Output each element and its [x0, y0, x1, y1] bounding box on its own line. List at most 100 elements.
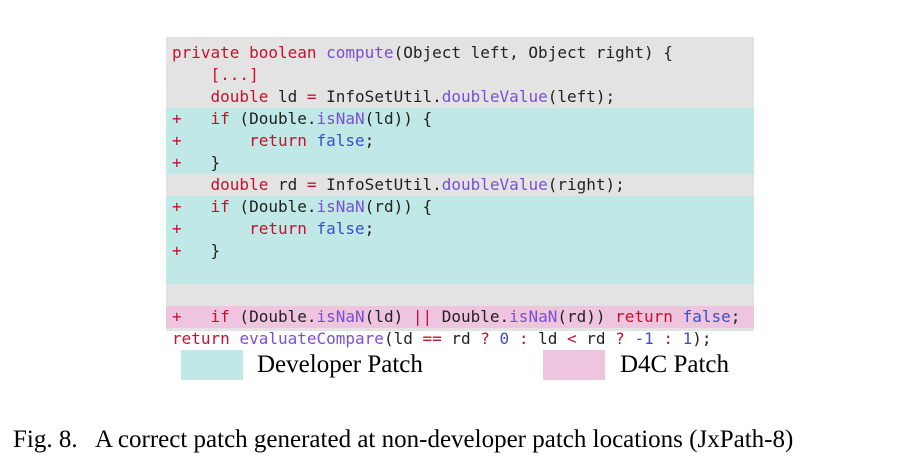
diff-added-marker: +	[172, 307, 182, 326]
code-token: InfoSetUtil.	[316, 87, 442, 106]
code-line: + if (Double.isNaN(rd)) {	[166, 196, 754, 218]
code-token: ?	[615, 329, 625, 348]
code-token: (rd)) {	[364, 197, 433, 216]
code-line: double ld = InfoSetUtil.doubleValue(left…	[166, 86, 754, 108]
code-text: if (Double.isNaN(ld)) {	[172, 108, 433, 130]
code-token: ==	[422, 329, 442, 348]
code-token: false	[682, 307, 731, 326]
code-token: false	[316, 131, 365, 150]
code-text: [...]	[172, 64, 259, 86]
code-token: if	[172, 197, 230, 216]
code-token: (ld)) {	[364, 109, 433, 128]
code-token: isNaN	[316, 197, 365, 216]
code-text: }	[172, 152, 221, 174]
code-token	[509, 329, 519, 348]
code-text: if (Double.isNaN(ld) || Double.isNaN(rd)…	[172, 306, 741, 328]
code-token: rd	[576, 329, 616, 348]
code-line	[166, 284, 754, 306]
code-token: isNaN	[509, 307, 558, 326]
code-token: InfoSetUtil.	[316, 175, 442, 194]
code-token: isNaN	[316, 109, 365, 128]
code-token: (ld)	[364, 307, 413, 326]
code-token: doubleValue	[441, 175, 548, 194]
code-token: );	[692, 329, 712, 348]
code-token: rd	[277, 175, 307, 194]
legend-swatch-d4c	[543, 350, 605, 380]
code-line: + }	[166, 240, 754, 262]
code-text: return evaluateCompare(ld == rd ? 0 : ld…	[172, 328, 712, 350]
code-token: 0	[499, 329, 510, 348]
code-token: :	[663, 329, 673, 348]
code-token	[490, 329, 500, 348]
legend-label-d4c: D4C Patch	[620, 351, 730, 378]
code-token	[654, 329, 664, 348]
code-token: (ld	[383, 329, 423, 348]
code-token: (left);	[547, 87, 616, 106]
code-token: evaluateCompare	[239, 329, 384, 348]
legend-label-developer: Developer Patch	[257, 351, 423, 378]
code-token: =	[306, 175, 317, 194]
code-token: ld	[528, 329, 567, 348]
code-token: return	[172, 329, 240, 348]
code-token: compute	[326, 43, 394, 62]
diff-added-marker: +	[172, 219, 182, 238]
code-text: return false;	[172, 218, 374, 240]
code-text: return false;	[172, 130, 374, 152]
code-token: Double.	[432, 307, 510, 326]
code-token: return	[615, 307, 683, 326]
code-token: return	[172, 219, 317, 238]
code-token: (Double.	[229, 197, 317, 216]
code-token	[625, 329, 635, 348]
code-token: private boolean	[172, 43, 327, 62]
code-token: double	[172, 175, 278, 194]
code-token: }	[172, 241, 221, 260]
code-line: + return false;	[166, 218, 754, 240]
diff-added-marker: +	[172, 109, 182, 128]
code-text: }	[172, 240, 221, 262]
code-text: double ld = InfoSetUtil.doubleValue(left…	[172, 86, 616, 108]
code-token: (Double.	[229, 307, 317, 326]
code-token: }	[172, 153, 221, 172]
code-token: ?	[480, 329, 490, 348]
code-token: [...]	[172, 65, 259, 84]
code-token: false	[316, 219, 365, 238]
diff-added-marker: +	[172, 131, 182, 150]
code-text: if (Double.isNaN(rd)) {	[172, 196, 433, 218]
code-token: (right);	[547, 175, 625, 194]
code-token: ;	[730, 307, 741, 326]
code-token: -1	[634, 329, 654, 348]
code-token: :	[518, 329, 529, 348]
code-token: double	[172, 87, 278, 106]
code-line: + if (Double.isNaN(ld)) {	[166, 108, 754, 130]
code-text: private boolean compute(Object left, Obj…	[172, 42, 673, 64]
code-token: if	[172, 109, 230, 128]
code-token: ||	[412, 307, 433, 326]
code-line: double rd = InfoSetUtil.doubleValue(righ…	[166, 174, 754, 196]
legend-swatch-developer	[181, 350, 243, 380]
code-line: return evaluateCompare(ld == rd ? 0 : ld…	[166, 328, 754, 350]
diff-added-marker: +	[172, 197, 182, 216]
code-token	[673, 329, 683, 348]
code-token: ;	[364, 219, 375, 238]
diff-added-marker: +	[172, 241, 182, 260]
code-token: return	[172, 131, 317, 150]
code-line: + }	[166, 152, 754, 174]
diff-added-marker: +	[172, 153, 182, 172]
code-token: 1	[682, 329, 693, 348]
code-token: ;	[364, 131, 375, 150]
code-token: ld	[277, 87, 307, 106]
code-token: if	[172, 307, 230, 326]
code-token: (Double.	[229, 109, 317, 128]
code-text: double rd = InfoSetUtil.doubleValue(righ…	[172, 174, 625, 196]
figure-caption: Fig. 8. A correct patch generated at non…	[13, 426, 794, 453]
code-line	[166, 262, 754, 284]
code-listing: private boolean compute(Object left, Obj…	[166, 37, 754, 348]
code-line: + return false;	[166, 130, 754, 152]
code-token: (Object left, Object right) {	[393, 43, 673, 62]
code-line: private boolean compute(Object left, Obj…	[166, 37, 754, 64]
code-token: isNaN	[316, 307, 365, 326]
code-line: [...]	[166, 64, 754, 86]
code-line: + if (Double.isNaN(ld) || Double.isNaN(r…	[166, 306, 754, 328]
code-token: =	[306, 87, 317, 106]
code-token: <	[567, 329, 577, 348]
